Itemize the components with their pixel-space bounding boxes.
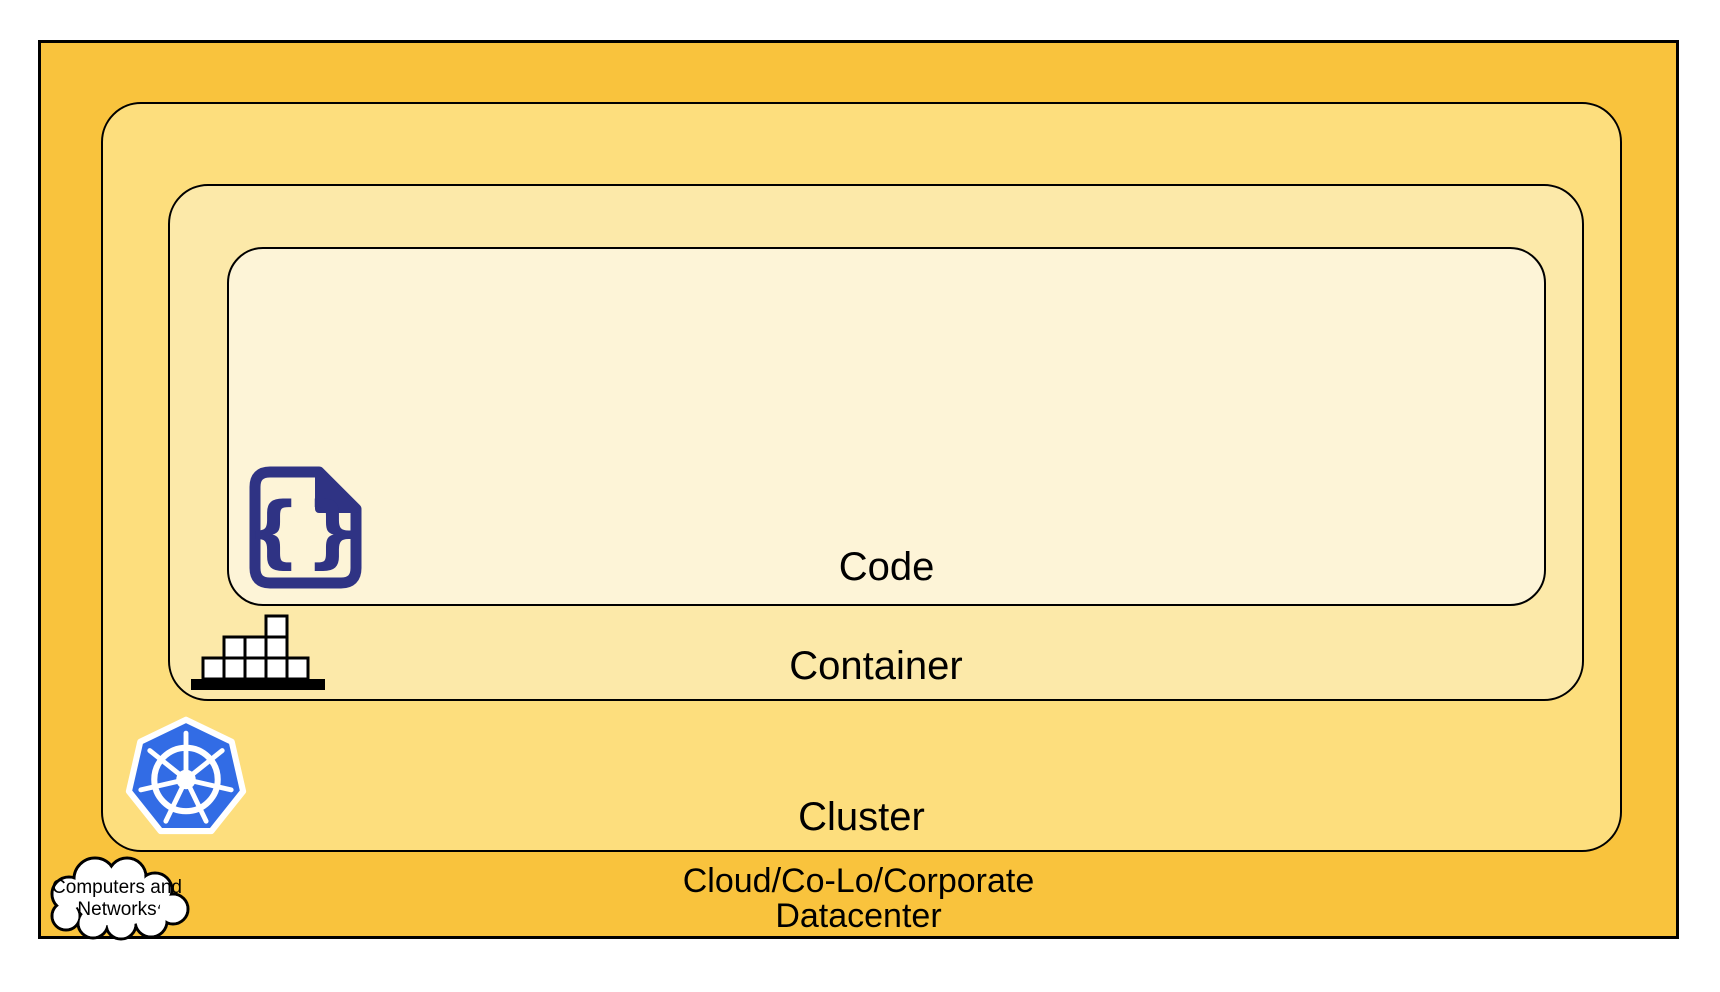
code-label: Code bbox=[838, 545, 935, 589]
cluster-box: {} Code bbox=[101, 102, 1622, 852]
cargo-boxes bbox=[201, 614, 310, 681]
datacenter-box: {} Code bbox=[38, 40, 1679, 942]
datacenter-label: Cloud/Co-Lo/Corporate Datacenter bbox=[41, 864, 1676, 934]
cluster-label: Cluster bbox=[798, 795, 925, 839]
cloud-icon: Computers and Networks bbox=[43, 854, 191, 942]
code-file-icon: {} bbox=[247, 466, 364, 589]
document-outline bbox=[249, 466, 362, 589]
cloud-label-line1: Computers and bbox=[52, 877, 182, 898]
wheel-ring bbox=[151, 744, 221, 815]
cloud-label-line2: Networks bbox=[77, 899, 157, 920]
cargo-base-bar bbox=[191, 679, 325, 690]
container-box: {} Code bbox=[168, 184, 1584, 701]
cloud-label: Computers and Networks bbox=[43, 854, 191, 942]
cargo-boxes-icon bbox=[191, 614, 325, 690]
braces-glyph: {} bbox=[247, 487, 364, 577]
kubernetes-helm-icon bbox=[125, 716, 247, 835]
datacenter-label-line2: Datacenter bbox=[775, 897, 942, 935]
cloud-shape bbox=[50, 856, 190, 941]
container-label: Container bbox=[789, 644, 963, 688]
datacenter-label-line1: Cloud/Co-Lo/Corporate bbox=[682, 862, 1035, 900]
code-box: {} Code bbox=[227, 247, 1546, 606]
wheel-hub bbox=[176, 769, 196, 790]
folded-corner bbox=[315, 468, 360, 513]
